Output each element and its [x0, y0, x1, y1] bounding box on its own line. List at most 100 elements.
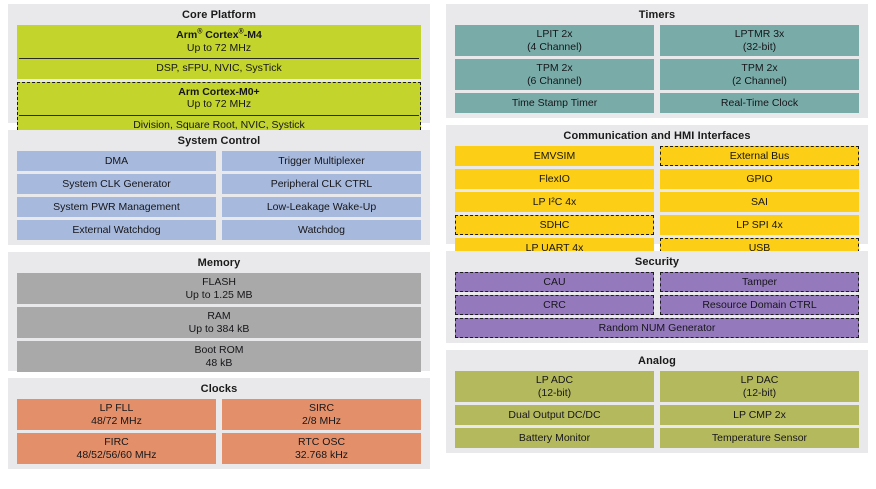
block-time-stamp-timer: Time Stamp Timer	[455, 93, 654, 113]
cpu-speed: Up to 72 MHz	[186, 98, 252, 111]
block-lpit-2x: LPIT 2x(4 Channel)	[455, 25, 654, 56]
block-crc: CRC	[455, 295, 654, 315]
block-sublabel: (12-bit)	[537, 386, 572, 399]
block-label: EMVSIM	[533, 149, 576, 162]
block-sublabel: (32-bit)	[742, 40, 777, 53]
block-label: SAI	[751, 195, 768, 208]
block-label: FlexIO	[539, 172, 570, 185]
block-trigger-multiplexer: Trigger Multiplexer	[222, 151, 421, 171]
block-dma: DMA	[17, 151, 216, 171]
block-real-time-clock: Real-Time Clock	[660, 93, 859, 113]
block-tpm-2x: TPM 2x(2 Channel)	[660, 59, 859, 90]
cpu-divider	[19, 114, 419, 116]
block-sublabel: 48/72 MHz	[91, 414, 142, 427]
block-label: GPIO	[746, 172, 773, 185]
block-row: LP I²C 4x SAI	[455, 192, 859, 212]
cpu-speed: Up to 72 MHz	[186, 41, 252, 54]
block-watchdog: Watchdog	[222, 220, 421, 240]
block-row: LPIT 2x(4 Channel) LPTMR 3x(32-bit)	[455, 25, 859, 56]
block-label: DMA	[104, 154, 129, 167]
block-label: Tamper	[741, 275, 777, 288]
block-external-bus: External Bus	[660, 146, 859, 166]
panel-title: Analog	[638, 355, 676, 367]
block-label: LP SPI 4x	[736, 218, 783, 231]
block-label: SIRC	[308, 402, 335, 415]
block-row: Random NUM Generator	[455, 318, 859, 338]
panel-title: Clocks	[200, 383, 238, 395]
block-label: LP UART 4x	[525, 241, 584, 254]
block-row: FlexIO GPIO	[455, 169, 859, 189]
block-lp-spi-4x: LP SPI 4x	[660, 215, 859, 235]
cpu-features: Division, Square Root, NVIC, Systick	[133, 118, 305, 131]
block-lp-i-c-4x: LP I²C 4x	[455, 192, 654, 212]
block-dual-output-dc-dc: Dual Output DC/DC	[455, 405, 654, 425]
block-label: CRC	[543, 298, 566, 311]
block-row: External Watchdog Watchdog	[17, 220, 421, 240]
block-row: LP ADC(12-bit)LP DAC(12-bit)	[455, 371, 859, 402]
block-label: Peripheral CLK CTRL	[270, 177, 373, 190]
cpu-divider	[19, 58, 419, 60]
block-sublabel: (12-bit)	[742, 386, 777, 399]
cpu-features: DSP, sFPU, NVIC, SysTick	[156, 62, 282, 75]
block-sublabel: (4 Channel)	[527, 40, 582, 53]
block-label: LPTMR 3x	[734, 28, 785, 41]
block-label: FIRC	[104, 436, 129, 449]
block-sublabel: (6 Channel)	[527, 74, 582, 87]
block-row: Time Stamp Timer Real-Time Clock	[455, 93, 859, 113]
block-emvsim: EMVSIM	[455, 146, 654, 166]
block-label: External Watchdog	[72, 223, 161, 236]
block-label: Real-Time Clock	[720, 96, 799, 109]
block-label: USB	[748, 241, 771, 254]
block-sublabel: 32.768 kHz	[294, 448, 349, 461]
block-sublabel: 2/8 MHz	[301, 414, 342, 427]
block-tamper: Tamper	[660, 272, 859, 292]
block-label: System CLK Generator	[62, 177, 171, 190]
block-label: Dual Output DC/DC	[508, 408, 601, 421]
block-label: RAM	[207, 310, 231, 323]
block-label: Battery Monitor	[518, 431, 591, 444]
block-label: SDHC	[539, 218, 570, 231]
block-peripheral-clk-ctrl: Peripheral CLK CTRL	[222, 174, 421, 194]
block-label: LP CMP 2x	[733, 408, 786, 421]
block-sai: SAI	[660, 192, 859, 212]
panel-body: LP ADC(12-bit)LP DAC(12-bit) Dual Output …	[455, 371, 859, 448]
block-low-leakage-wake-up: Low-Leakage Wake-Up	[222, 197, 421, 217]
block-label: Time Stamp Timer	[511, 96, 598, 109]
cpu-name: Arm® Cortex®-M4	[176, 28, 262, 42]
panel-title: Communication and HMI Interfaces	[563, 130, 751, 142]
block-label: FLASH	[202, 276, 236, 289]
block-row: SDHC LP SPI 4x	[455, 215, 859, 235]
panel-title: System Control	[177, 135, 261, 147]
cpu-name: Arm Cortex-M0+	[178, 85, 260, 98]
cpu-header: Arm Cortex-M0+Up to 72 MHz	[18, 83, 420, 115]
block-label: LPIT 2x	[536, 28, 573, 41]
panel-title: Security	[634, 256, 680, 268]
block-label: LP ADC	[535, 374, 574, 387]
block-resource-domain-ctrl: Resource Domain CTRL	[660, 295, 859, 315]
block-label: TPM 2x	[741, 62, 778, 75]
block-label: Watchdog	[298, 223, 345, 236]
block-label: Trigger Multiplexer	[278, 154, 365, 167]
block-sublabel: 48/52/56/60 MHz	[76, 448, 157, 461]
block-battery-monitor: Battery Monitor	[455, 428, 654, 448]
